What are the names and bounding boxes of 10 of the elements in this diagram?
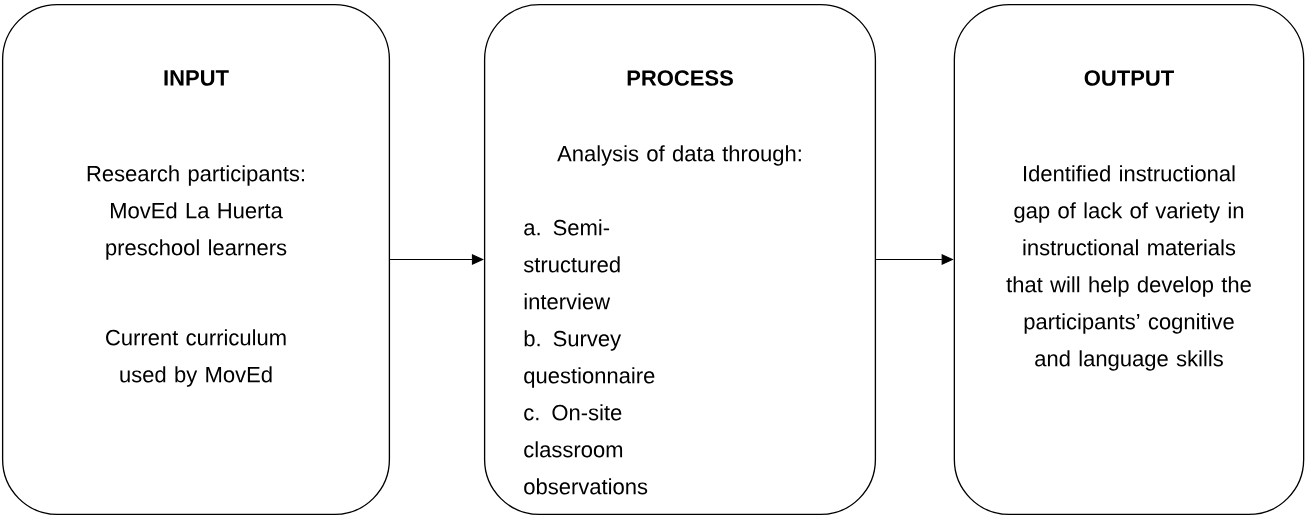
box-text: Analysis of data through: [557,145,801,166]
box-text: Identified instructional gap of lack of variety in instructional materials that will help develop the participants’ cognitive and language skills [1006,165,1251,371]
arrow [875,254,953,265]
box-text: Research participants: MovEd La Huerta preschool learners [87,165,304,260]
box-heading: INPUT [164,70,229,86]
box-heading: OUTPUT [1084,70,1174,86]
arrow [389,254,484,265]
box-heading: PROCESS [627,70,733,86]
box-text: Current curriculum used by MovEd [106,329,286,387]
list-item: c. On-site classroom observations [524,404,648,495]
